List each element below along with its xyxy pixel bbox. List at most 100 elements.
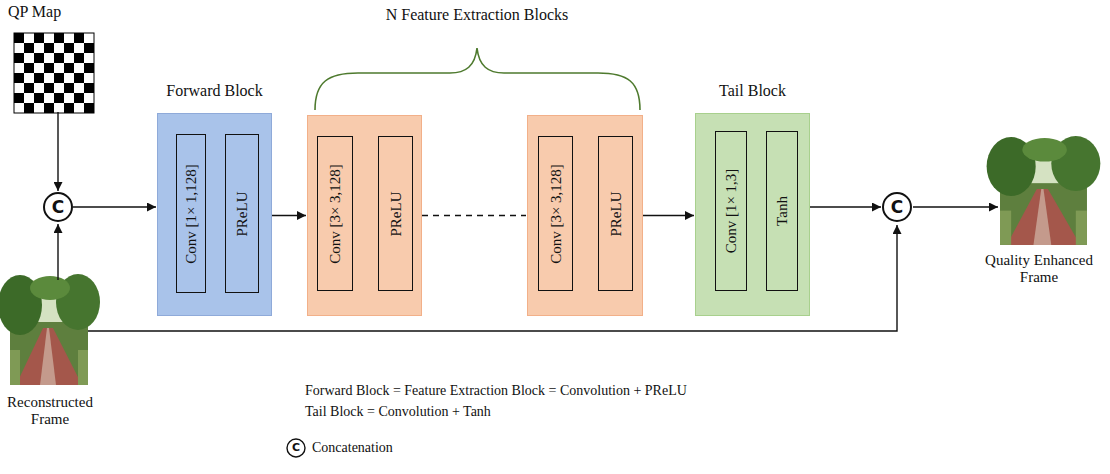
qp-cell <box>14 53 24 63</box>
qp-cell <box>24 93 34 103</box>
qp-cell <box>74 83 84 93</box>
qp-cell <box>84 83 94 93</box>
node-text: Conv [3× 3,128] <box>327 164 344 264</box>
qp-cell <box>64 43 74 53</box>
connector <box>272 215 306 216</box>
connector <box>422 215 526 216</box>
reconstructed-frame-image <box>0 274 100 385</box>
node-text: Tanh <box>774 196 791 226</box>
qp-cell <box>54 33 64 43</box>
qp-cell <box>84 33 94 43</box>
brace-label: N Feature Extraction Blocks <box>357 6 597 24</box>
node-text: C <box>52 197 64 217</box>
qp-cell <box>24 83 34 93</box>
qp-cell <box>44 103 54 113</box>
node-text: PReLU <box>387 191 404 236</box>
qp-cell <box>84 73 94 83</box>
connector <box>810 206 881 207</box>
qp-cell <box>54 93 64 103</box>
tanh-box: Tanh <box>766 131 798 291</box>
qp-cell <box>14 33 24 43</box>
prelu-box: PReLU <box>225 134 259 293</box>
connector <box>73 206 156 207</box>
conv-box: Conv [1× 1,3] <box>715 131 747 291</box>
conv-box: Conv [1× 1,128] <box>176 134 206 293</box>
node-text: Conv [3× 3,128] <box>547 164 564 264</box>
legend-concat-symbol <box>287 439 305 457</box>
qp-cell <box>54 83 64 93</box>
legend-text: Concatenation <box>312 440 393 455</box>
qp-cell <box>64 103 74 113</box>
qp-border <box>14 33 94 113</box>
qp-cell <box>14 63 24 73</box>
qp-cell <box>14 93 24 103</box>
block-heading: Forward Block <box>138 82 291 100</box>
conv-box: Conv [3× 3,128] <box>538 136 573 291</box>
prelu-box: PReLU <box>598 136 633 291</box>
qp-cell <box>14 83 24 93</box>
qp-cell <box>54 103 64 113</box>
frame-wire <box>57 224 58 280</box>
node-text: PReLU <box>607 191 624 236</box>
prelu-box: PReLU <box>378 136 413 291</box>
qp-cell <box>34 73 44 83</box>
connector <box>643 215 694 216</box>
qp-cell <box>64 33 74 43</box>
forward-block: Forward BlockConv [1× 1,128]PReLU <box>157 113 272 316</box>
qp-cell <box>24 33 34 43</box>
qp-cell <box>24 73 34 83</box>
qp-cell <box>44 43 54 53</box>
qp-cell <box>74 73 84 83</box>
qp-cell <box>74 103 84 113</box>
tail-block: Tail BlockConv [1× 1,3]Tanh <box>695 113 810 316</box>
qp-cell <box>14 103 24 113</box>
qp-cell <box>74 33 84 43</box>
qp-cell <box>34 33 44 43</box>
image-label: Reconstructed Frame <box>0 394 100 429</box>
qp-cell <box>84 103 94 113</box>
qp-cell <box>84 53 94 63</box>
qp-cell <box>24 103 34 113</box>
qp-cell <box>64 93 74 103</box>
quality-enhanced-frame-image <box>987 136 1101 245</box>
concat-circle: C <box>882 192 912 222</box>
qp-cell <box>74 43 84 53</box>
qp-cell <box>14 73 24 83</box>
qp-cell <box>24 43 34 53</box>
qp-wire <box>57 112 58 191</box>
qp-cell <box>44 73 54 83</box>
node-text: Conv [1× 1,3] <box>723 169 740 254</box>
qp-cell <box>54 73 64 83</box>
qp-cell <box>64 73 74 83</box>
qp-cell <box>44 93 54 103</box>
legend-entry: Concatenation <box>312 440 393 456</box>
qp-cell <box>24 63 34 73</box>
qp-cell <box>34 93 44 103</box>
image-label: QP Map <box>8 3 108 21</box>
feature-block: Conv [3× 3,128] PReLU <box>527 115 643 316</box>
qp-cell <box>54 43 64 53</box>
qp-cell <box>64 63 74 73</box>
node-text: Conv [1× 1,128] <box>183 164 200 264</box>
qp-cell <box>84 63 94 73</box>
qp-cell <box>34 103 44 113</box>
feature-block: Conv [3× 3,128] PReLU <box>307 115 422 316</box>
node-text: PReLU <box>234 191 251 236</box>
qp-cell <box>74 53 84 63</box>
qp-cell <box>74 63 84 73</box>
qp-cell <box>34 53 44 63</box>
qp-map-image <box>14 33 94 113</box>
concat-circle: C <box>43 192 73 222</box>
legend-symbol-letter: C <box>287 439 305 457</box>
block-heading: Tail Block <box>676 82 829 100</box>
note: Tail Block = Convolution + Tanh <box>305 404 705 420</box>
qp-cell <box>64 53 74 63</box>
qp-cell <box>34 63 44 73</box>
qp-cell <box>44 53 54 63</box>
conv-box: Conv [3× 3,128] <box>317 136 353 291</box>
image-label: Quality Enhanced Frame <box>972 252 1106 287</box>
qp-cell <box>84 43 94 53</box>
qp-cell <box>74 93 84 103</box>
note: Forward Block = Feature Extraction Block… <box>305 383 825 399</box>
